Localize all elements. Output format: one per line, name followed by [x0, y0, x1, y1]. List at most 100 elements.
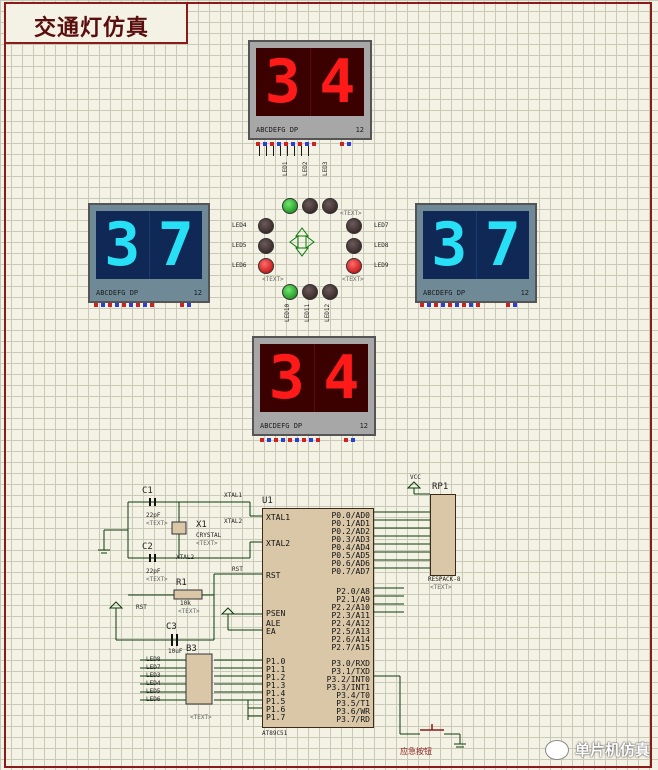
led-label-4: LED4 [232, 222, 247, 229]
xtal2-net-low: XTAL2 [176, 554, 195, 561]
watermark-text: 单片机仿真 [574, 741, 650, 759]
u1-microcontroller[interactable]: XTAL1 XTAL2 RST PSEN ALE EA P1.0 P1.1 P1… [262, 508, 374, 728]
led-label-10: LED10 [284, 303, 291, 322]
x1-text: <TEXT> [196, 540, 218, 547]
chip-pin-p3-5: P3.5/T1 [336, 699, 370, 708]
top-display-pins [256, 142, 316, 146]
chip-pin-p1-6: P1.6 [266, 705, 286, 714]
chip-pin-p1-7: P1.7 [266, 713, 286, 722]
chip-pin-psen: PSEN [266, 609, 286, 618]
c1-value: 22pF [146, 512, 161, 519]
rp1-resistor-pack[interactable] [430, 494, 456, 576]
led-bottom-yellow [302, 284, 318, 300]
bus-label-4: LED5 [146, 688, 161, 695]
left-pin-label: ABCDEFG DP [96, 289, 139, 297]
bus-label-1: LED7 [146, 664, 161, 671]
led-text-placeholder-top: <TEXT> [340, 210, 362, 217]
chip-pin-p1-0: P1.0 [266, 657, 286, 666]
top-digit-1: 3 [256, 48, 311, 116]
chip-pin-p0-7: P0.7/AD7 [331, 567, 370, 576]
chip-pin-p3-2: P3.2/INT0 [326, 675, 370, 684]
led-label-8: LED8 [374, 242, 389, 249]
chip-pin-p0-4: P0.4/AD4 [331, 543, 370, 552]
emergency-button-label: 应急按钮 [400, 747, 432, 756]
led-right-yellow [346, 238, 362, 254]
c1-text: <TEXT> [146, 520, 168, 527]
rp1-value: RESPACK-8 [428, 576, 461, 583]
chip-pin-xtal1: XTAL1 [266, 513, 291, 522]
bottom-digit-label: 12 [359, 422, 368, 430]
c2-label: C2 [142, 542, 153, 552]
bus-label-2: LED3 [146, 672, 161, 679]
top-7seg-display[interactable]: 3 4 ABCDEFG DP 12 [248, 40, 372, 140]
bottom-display-pins [260, 438, 320, 442]
chip-pin-p0-3: P0.3/AD3 [331, 535, 370, 544]
watermark: 单片机仿真 [544, 739, 650, 760]
top-pin-label: ABCDEFG DP [256, 126, 299, 134]
chip-pin-p3-1: P3.1/TXD [331, 667, 370, 676]
right-7seg-display[interactable]: 3 7 ABCDEFG DP 12 [415, 203, 537, 303]
c3-label: C3 [166, 622, 177, 632]
chip-pin-p2-7: P2.7/A15 [331, 643, 370, 652]
chip-pin-p3-7: P3.7/RD [336, 715, 370, 724]
sheet-border [4, 2, 652, 768]
chip-pin-ale: ALE [266, 619, 281, 628]
chip-pin-p3-6: P3.6/WR [336, 707, 370, 716]
led-right-green [346, 218, 362, 234]
left-digit-1: 3 [96, 211, 150, 279]
bottom-pin-label: ABCDEFG DP [260, 422, 303, 430]
chip-pin-p2-1: P2.1/A9 [336, 595, 370, 604]
led-label-3: LED3 [322, 161, 329, 176]
led-top-red [322, 198, 338, 214]
right-digit-1: 3 [423, 211, 477, 279]
r1-value: 10k [180, 600, 191, 607]
chip-pin-ea: EA [266, 627, 276, 636]
r1-text: <TEXT> [178, 608, 200, 615]
chip-pin-p3-0: P3.0/RXD [331, 659, 370, 668]
led-text-placeholder-right: <TEXT> [342, 276, 364, 283]
x1-label: X1 [196, 520, 207, 530]
xtal1-net: XTAL1 [224, 492, 243, 499]
chip-pin-p0-5: P0.5/AD5 [331, 551, 370, 560]
chip-pin-p0-2: P0.2/AD2 [331, 527, 370, 536]
chip-pin-rst: RST [266, 571, 281, 580]
chip-pin-p0-0: P0.0/AD0 [331, 511, 370, 520]
u1-part-label: AT89C51 [262, 730, 288, 737]
sheet-title: 交通灯仿真 [34, 15, 150, 41]
led-label-1: LED1 [282, 161, 289, 176]
top-display-pin-lines [258, 146, 311, 156]
bottom-digit-1: 3 [260, 344, 315, 412]
chip-pin-p1-4: P1.4 [266, 689, 286, 698]
led-label-9: LED9 [374, 262, 389, 269]
led-top-yellow [302, 198, 318, 214]
led-left-yellow [258, 238, 274, 254]
led-label-12: LED12 [324, 303, 331, 322]
chip-pin-p1-1: P1.1 [266, 665, 286, 674]
chip-pin-p2-4: P2.4/A12 [331, 619, 370, 628]
right-digit-label: 12 [520, 289, 529, 297]
bottom-digit-2: 4 [323, 343, 360, 413]
led-top-green [282, 198, 298, 214]
rp1-text: <TEXT> [430, 584, 452, 591]
chip-pin-xtal2: XTAL2 [266, 539, 291, 548]
chip-pin-p3-3: P3.3/INT1 [326, 683, 370, 692]
top-display-common-pins [340, 142, 351, 146]
bus-label-5: LED6 [146, 696, 161, 703]
title-block: 交通灯仿真 [6, 4, 188, 44]
bus-label-3: LED4 [146, 680, 161, 687]
left-7seg-display[interactable]: 3 7 ABCDEFG DP 12 [88, 203, 210, 303]
chip-pin-p2-3: P2.3/A11 [331, 611, 370, 620]
b3-label: B3 [186, 644, 197, 654]
x1-value: CRYSTAL [196, 532, 222, 539]
right-pin-label: ABCDEFG DP [423, 289, 466, 297]
bus-label-0: LED8 [146, 656, 161, 663]
chip-pin-p1-2: P1.2 [266, 673, 286, 682]
bottom-7seg-display[interactable]: 3 4 ABCDEFG DP 12 [252, 336, 376, 436]
r1-label: R1 [176, 578, 187, 588]
rst-net-left: RST [136, 604, 147, 611]
chip-pin-p2-2: P2.2/A10 [331, 603, 370, 612]
wechat-icon [544, 739, 569, 760]
led-text-placeholder-bottom: <TEXT> [262, 276, 284, 283]
rp1-label: RP1 [432, 482, 449, 492]
